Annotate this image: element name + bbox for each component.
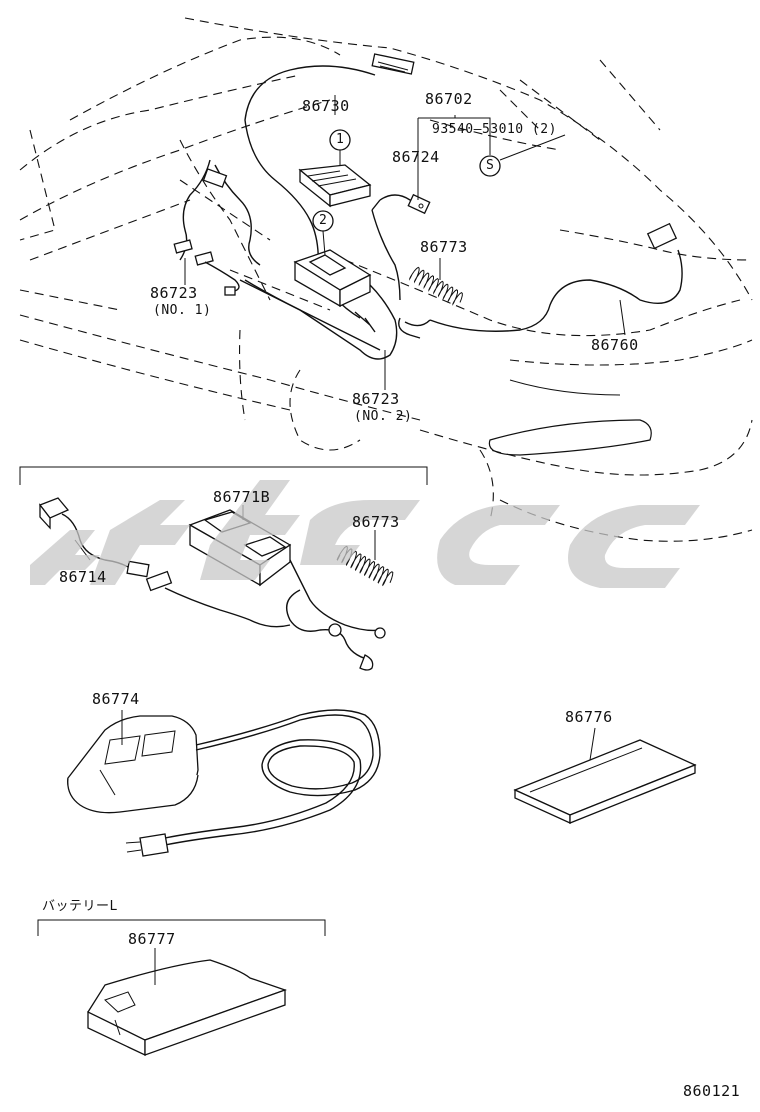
- leader-lines-top: [184, 95, 626, 390]
- callout-s: S: [486, 158, 495, 173]
- coiled-cord-top: [409, 266, 463, 306]
- label-86723-no2: 86723: [352, 390, 400, 408]
- label-86723-no2-sub: (NO. 2): [354, 409, 413, 424]
- harness-86760: [398, 222, 683, 339]
- label-86776: 86776: [565, 708, 613, 726]
- label-86773-top: 86773: [420, 238, 468, 256]
- label-86723-no1: 86723: [150, 284, 198, 302]
- diagram-id: 860121: [683, 1082, 741, 1100]
- callout-1: 1: [336, 132, 345, 147]
- section-bracket-middle: [19, 466, 428, 485]
- label-battery: バッテリーL: [42, 899, 118, 914]
- harness-86723-no1: [173, 159, 381, 351]
- rear-lamp: [488, 379, 652, 456]
- label-93540-53010: 93540—53010 (2): [432, 122, 557, 137]
- label-86702: 86702: [425, 90, 473, 108]
- callout-circles: [312, 129, 566, 256]
- label-86773-mid: 86773: [352, 513, 400, 531]
- part-2-cradle: [244, 249, 398, 360]
- box-86776: [513, 739, 697, 825]
- label-86777: 86777: [128, 930, 176, 948]
- watermark: [30, 480, 700, 588]
- callout-2: 2: [319, 213, 328, 228]
- cable-86724: [371, 193, 431, 301]
- car-body-outline: [19, 17, 753, 542]
- part-1-module: [298, 164, 372, 208]
- high-mount-lamp: [371, 53, 415, 75]
- coil-path: [409, 266, 463, 306]
- charger-86774: [67, 709, 381, 857]
- label-86730: 86730: [302, 97, 350, 115]
- section-bracket-battery: [37, 919, 326, 936]
- label-86771B: 86771B: [213, 488, 271, 506]
- battery-86777: [87, 959, 287, 1057]
- harness-86714: [38, 497, 251, 621]
- label-86714: 86714: [59, 568, 107, 586]
- label-86774: 86774: [92, 690, 140, 708]
- label-86724: 86724: [392, 148, 440, 166]
- label-86723-no1-sub: (NO. 1): [153, 303, 212, 318]
- label-86760: 86760: [591, 336, 639, 354]
